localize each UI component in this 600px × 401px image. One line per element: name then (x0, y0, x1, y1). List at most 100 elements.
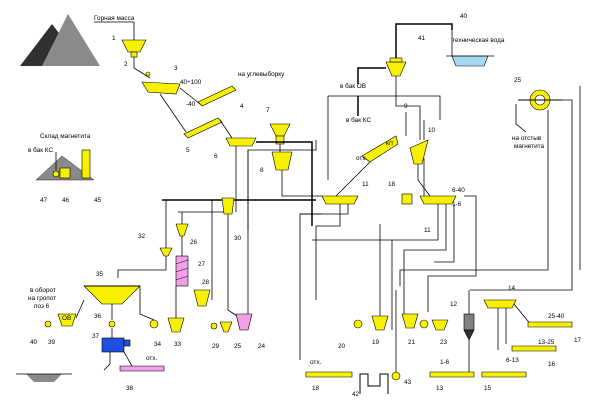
pos-5-label: 5 (186, 147, 190, 154)
line-11b-2 (403, 204, 447, 314)
thickener-35 (83, 285, 141, 305)
recycle-label-1: в оборот (30, 286, 56, 294)
pos-27-label: 26 (190, 239, 198, 246)
pos-44-label: 43 (404, 379, 412, 386)
pos-46-label: 46 (62, 197, 70, 204)
line-39-35 (75, 299, 85, 319)
pump-21 (353, 319, 363, 329)
cyclone-27 (175, 223, 189, 237)
pos-6-label: 6 (214, 153, 218, 160)
tank-42-top (389, 57, 403, 63)
pos-35-label: 35 (96, 271, 104, 278)
pos-11-a-label: 11 (362, 181, 369, 188)
unit-12 (463, 313, 475, 331)
to-thickener-label-1: на отстыв (512, 135, 542, 142)
tech-water-label: техническая вода (452, 37, 505, 44)
line-34 (139, 286, 155, 321)
line-8-11 (281, 190, 322, 197)
pump-40 (44, 320, 52, 328)
raw-feed-line (94, 21, 135, 40)
screen-3 (141, 81, 181, 95)
pump-34 (149, 319, 159, 329)
cyclone-9 (361, 135, 399, 163)
pos-16-label: 16 (548, 361, 556, 368)
pos-9-label: 9 (404, 103, 408, 110)
pump-47 (52, 170, 60, 178)
tank-ks-left-label: в бак КС (28, 146, 53, 154)
size-1-6-label: 1-6 (452, 201, 462, 208)
cyclone-20 (371, 315, 389, 331)
pos-12-label: 12 (450, 301, 458, 308)
to-sorting-label: на углевыборку (238, 70, 285, 78)
filter-37 (101, 337, 125, 353)
pos-10-label: 10 (428, 127, 436, 134)
tank-32 (159, 247, 173, 257)
size-40-100-label: 40÷100 (180, 79, 202, 86)
water-feed-pipe (395, 23, 453, 58)
recycle-label-3: поз 6 (34, 303, 50, 310)
pos-28-label: 27 (198, 261, 206, 268)
screen-14 (483, 299, 517, 309)
pump-30 (210, 322, 218, 330)
line-31 (227, 214, 241, 319)
pos-30-label: 29 (212, 343, 220, 350)
ov-tank-label: ОВ (62, 315, 71, 322)
pos-4-label: 4 (240, 103, 244, 110)
size-minus40-label: -40 (186, 101, 196, 108)
to-thickener-label-2: магнетита (514, 143, 545, 150)
raw-mass-heap-icon (20, 14, 100, 66)
line-3-5 (159, 93, 187, 133)
pos-7-label: 7 (266, 107, 270, 114)
pos-39-label: 39 (48, 339, 56, 346)
pit-43-icon (359, 373, 389, 394)
tank-25 (235, 313, 253, 331)
pos-8-label: 8 (260, 167, 264, 174)
conveyor-4 (197, 85, 237, 107)
cyclone-31 (221, 197, 235, 215)
line-11b-4 (427, 195, 477, 312)
screen-11-b (419, 195, 457, 205)
pos-19-label: 18 (388, 181, 396, 188)
cyclone-10 (409, 139, 429, 165)
bunker-1 (121, 39, 147, 53)
pump-44 (391, 371, 401, 381)
line-11b-1 (312, 204, 439, 241)
pos-15-label: 15 (484, 385, 492, 392)
tank-ov-label: в бак ОВ (340, 82, 366, 90)
raw-mass-label: Горная масса (94, 15, 135, 22)
line-11b-3 (434, 204, 455, 263)
line-9-11 (335, 161, 371, 197)
separator-8 (271, 151, 293, 171)
tank-39 (57, 313, 77, 327)
pos-41-label: 40 (460, 13, 468, 20)
tank-ks-label: в бак КС (346, 116, 371, 124)
line-32-35 (117, 256, 167, 278)
pos-42-label: 41 (418, 35, 426, 42)
ov-pipe (357, 67, 386, 84)
line-5-6 (219, 119, 233, 139)
pos-40-label: 40 (30, 339, 38, 346)
line-42-10 (395, 86, 421, 140)
line-24-return (470, 99, 573, 291)
line-10-11 (417, 164, 431, 197)
tank-42 (385, 61, 407, 77)
screen-11-a (321, 195, 359, 205)
line-24-b (399, 110, 549, 286)
pos-20-label: 19 (372, 339, 380, 346)
hopper-7 (269, 123, 291, 137)
feeder-2 (145, 71, 151, 77)
size-13-25-label: 13-25 (538, 339, 555, 346)
classifier-28-spiral-3 (175, 275, 189, 281)
sump-29 (193, 289, 211, 307)
feed-line-2 (133, 57, 151, 79)
bunker-1-outlet (130, 51, 138, 58)
screen-6 (225, 137, 257, 147)
conveyor-16 (511, 345, 557, 352)
ot-label-3: отх. (146, 355, 158, 362)
pos-21-label: 20 (338, 343, 346, 350)
pos-36-label: 36 (94, 313, 102, 320)
hopper-7-body (275, 135, 285, 145)
pos-26-label: 25 (234, 343, 242, 350)
line-11a-ot (299, 204, 349, 360)
pos-31-label: 30 (234, 235, 242, 242)
